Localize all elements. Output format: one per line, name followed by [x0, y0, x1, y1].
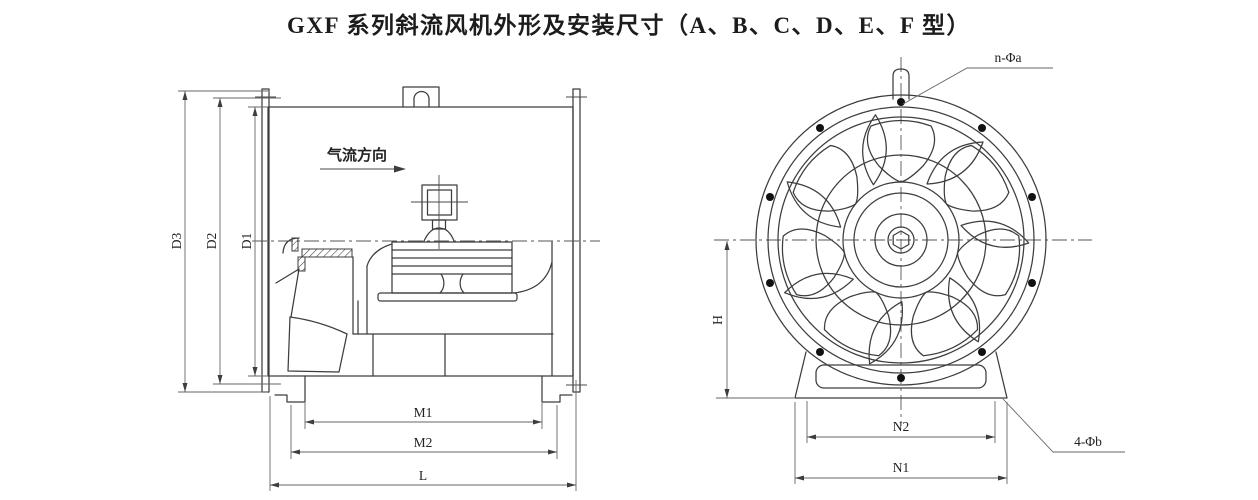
dimension-M1: M1: [304, 403, 543, 429]
shaft-circle: [887, 226, 915, 254]
bolt-hole-dot: [897, 374, 905, 382]
callout-label-n-phi-a: n-Φa: [994, 50, 1021, 65]
bolt-hole-dot: [978, 348, 986, 356]
airflow-arrow-icon: [394, 165, 406, 173]
callout-label-4-phi-b: 4-Φb: [1074, 434, 1102, 449]
callout-base-holes: 4-Φb: [1002, 398, 1125, 453]
bolt-hole-dot: [766, 193, 774, 201]
bolt-hole-dot: [978, 124, 986, 132]
dimension-label-D1: D1: [239, 233, 254, 250]
impeller-blade-section: [287, 316, 348, 373]
dimension-N1: N1: [794, 402, 1008, 484]
base-slot: [815, 364, 987, 389]
airflow-label: 气流方向: [326, 146, 387, 164]
dimension-L: L: [269, 380, 577, 491]
bolt-hole-dot: [1028, 279, 1036, 287]
bolt-hole-dot: [1028, 193, 1036, 201]
side-view: 气流方向 D3 D2: [169, 86, 600, 491]
dimension-label-L: L: [419, 468, 427, 483]
bolt-hole-dot: [816, 124, 824, 132]
callout-flange-holes: n-Φa: [902, 50, 1053, 105]
flange-bolt-holes: [766, 98, 1036, 382]
dimension-label-N2: N2: [893, 419, 910, 434]
dimension-D3: D3: [169, 90, 268, 393]
dimension-D1: D1: [239, 106, 268, 377]
motor-support: [352, 241, 554, 377]
dimension-label-H: H: [710, 315, 725, 325]
flange-outer-circle: [755, 94, 1047, 386]
mounting-foot-right: [541, 375, 573, 403]
bolt-hole-dot: [897, 98, 905, 106]
bolt-hole-dot: [816, 348, 824, 356]
dimension-label-M2: M2: [414, 435, 433, 450]
airflow-direction: 气流方向: [320, 146, 406, 173]
dimension-H: H: [710, 241, 794, 399]
junction-box: [411, 175, 468, 249]
dimension-label-N1: N1: [893, 460, 910, 475]
drawing-title: GXF 系列斜流风机外形及安装尺寸（A、B、C、D、E、F 型）: [287, 13, 971, 38]
outlet-cone-curve: [512, 261, 553, 294]
outlet-flange-plate: [572, 88, 581, 393]
dimension-label-M1: M1: [414, 405, 433, 420]
front-view: n-Φa 4-Φb H N2: [710, 50, 1125, 484]
hatched-section: [297, 256, 306, 272]
dimension-N2: N2: [806, 401, 996, 443]
dimension-M2: M2: [290, 405, 558, 459]
flange-inner-circle: [767, 106, 1035, 374]
blade-tip-circle: [777, 116, 1025, 364]
motor-base-plate: [377, 292, 518, 302]
dimension-label-D2: D2: [204, 233, 219, 250]
hatched-section: [291, 237, 299, 252]
base-pedestal: [794, 351, 1008, 399]
bolt-hole-dot: [766, 279, 774, 287]
hub-circle: [853, 192, 949, 288]
lifting-lug-front: [892, 68, 910, 100]
lifting-lug-side: [402, 86, 440, 108]
shaft-nut-hexagon: [892, 230, 910, 250]
hatched-section: [301, 248, 353, 258]
mounting-foot-left: [274, 375, 306, 403]
hub-circle: [874, 213, 928, 267]
motor: [377, 241, 518, 302]
dimension-D2: D2: [204, 97, 281, 385]
dimension-label-D3: D3: [169, 233, 184, 250]
inlet-and-impeller: [275, 237, 393, 373]
